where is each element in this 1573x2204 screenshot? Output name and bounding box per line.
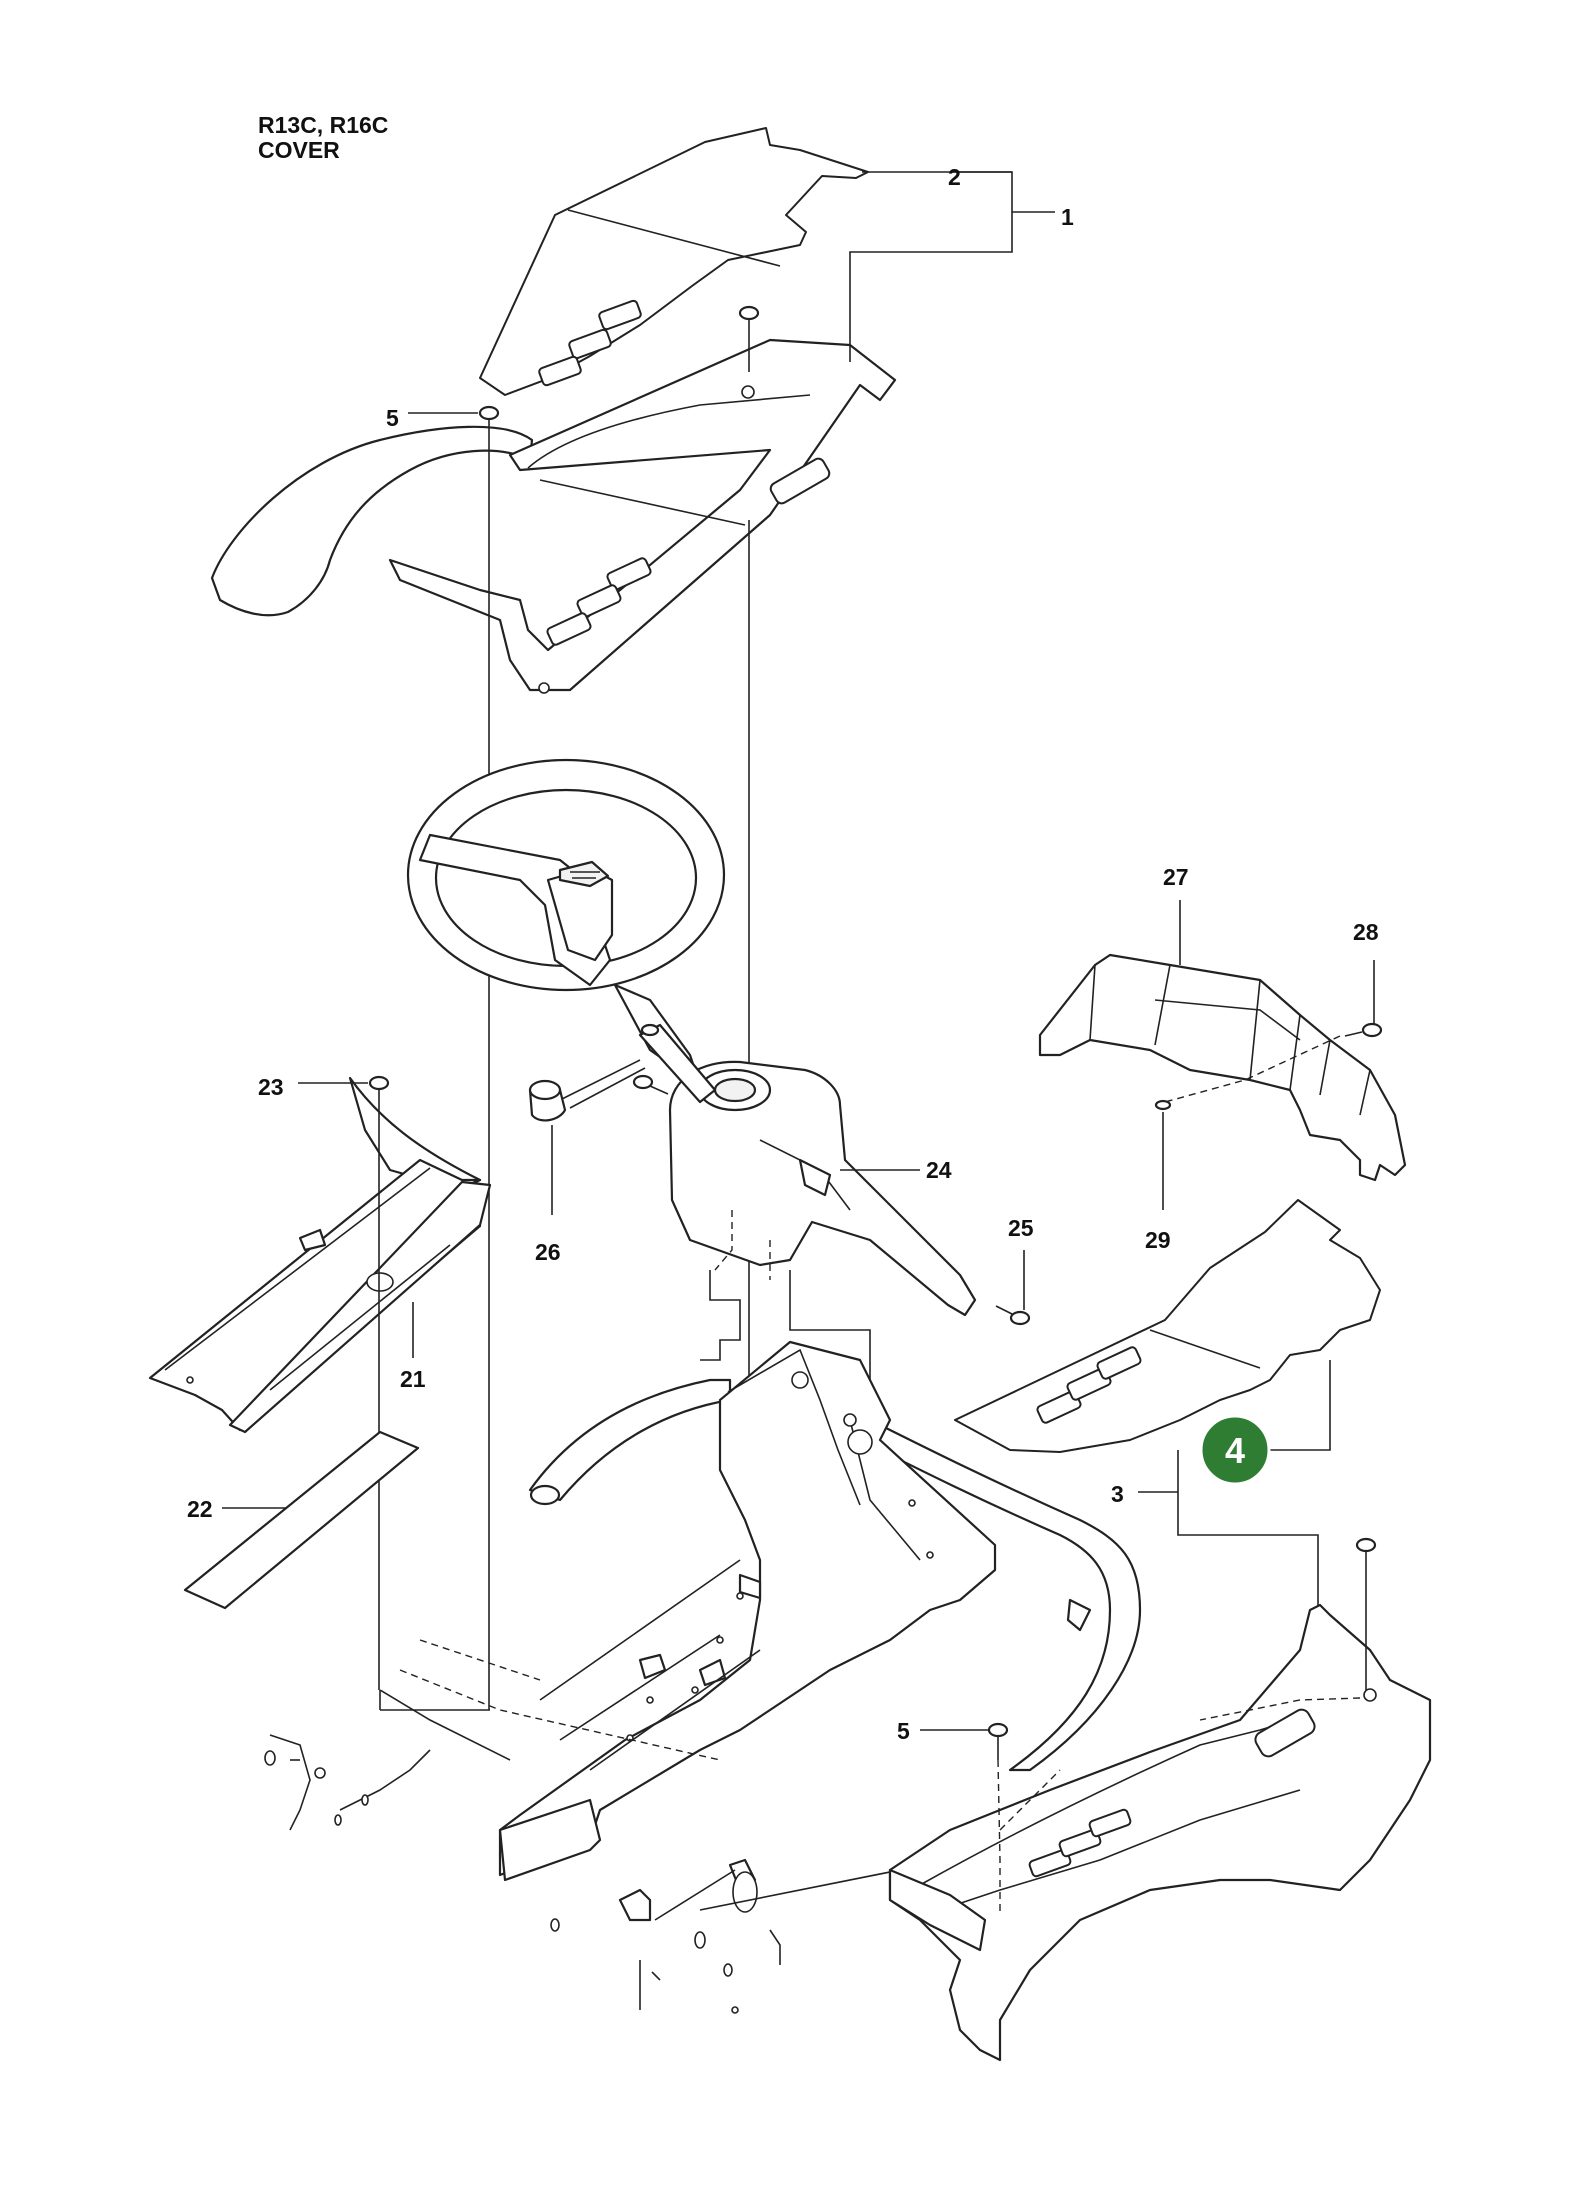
callout-2: 2 [948,164,961,190]
callout-5-bottom: 5 [897,1718,910,1744]
callout-25: 25 [1008,1215,1034,1241]
callout-1: 1 [1061,204,1074,230]
diagram-title: R13C, R16C COVER [258,113,388,163]
steering-wheel [406,758,726,1087]
callout-29: 29 [1145,1227,1171,1253]
callout-24: 24 [926,1157,952,1183]
screw-icon [368,1075,390,1098]
screw-icon [1344,1022,1383,1038]
strip-22 [183,1430,420,1610]
callout-3: 3 [1111,1481,1124,1507]
model-label: R13C, R16C [258,112,389,138]
chassis-frame [498,1340,1142,1882]
dash-console [668,1060,977,1317]
callout-22: 22 [187,1496,213,1522]
top-floor-mat [479,127,869,396]
right-floor-mat [954,1199,1381,1453]
callout-badge [1199,1414,1271,1486]
screw-icon [987,1722,1009,1760]
right-cover-27 [1038,953,1407,1182]
rear-fender [210,338,897,694]
screw-icon [738,305,760,346]
bracket-lower-left [618,1858,758,1922]
callout-4: 4 [1225,1430,1245,1471]
callout-28: 28 [1353,919,1379,945]
lever-lower-left [264,1734,431,1831]
callout-26: 26 [535,1239,561,1265]
callout-5-top: 5 [386,405,399,431]
side-panel-21 [148,1076,492,1434]
cap-26 [528,1079,567,1122]
washer-icon [1154,1099,1172,1111]
screw-icon [995,1305,1031,1326]
lower-parts [550,1918,781,2014]
screw-icon [632,1074,669,1095]
screw-icon [478,405,500,426]
callout-27: 27 [1163,864,1189,890]
section-label: COVER [258,137,340,163]
highlight-callout-4[interactable]: 4 [1199,1414,1271,1486]
callout-21: 21 [400,1366,426,1392]
front-fender [888,1603,1432,2062]
steering-shaft [559,1023,717,1109]
screw-icon [1355,1537,1377,1690]
callout-23: 23 [258,1074,284,1100]
